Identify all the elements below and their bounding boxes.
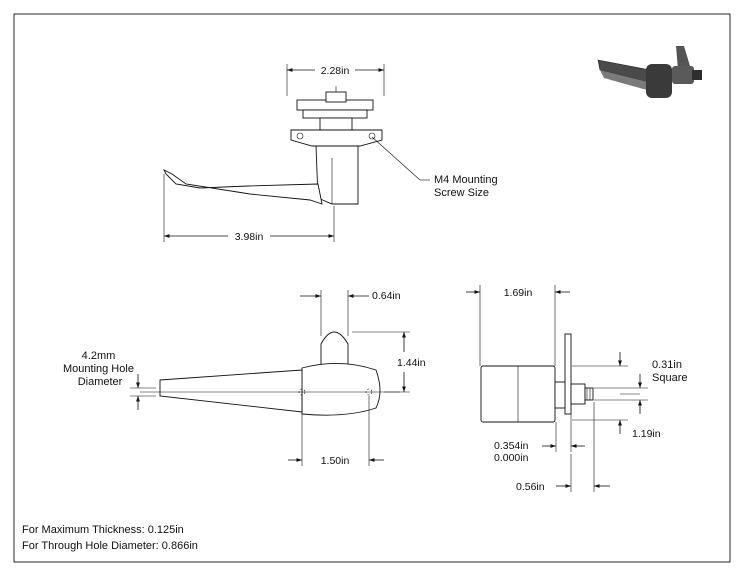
top-length-dimension: 3.98in [235, 231, 264, 243]
front-height-dimension: 1.44in [397, 357, 426, 369]
hole-callout-line2: Mounting Hole [63, 363, 134, 375]
screw-callout-line1: M4 Mounting [434, 174, 498, 186]
lug-width-dimension: 0.64in [372, 290, 401, 302]
latch-3d-render-icon [597, 46, 702, 98]
svg-text:0.354in 0.000in: 0.354in 0.000in [494, 440, 531, 464]
offset-dim-b: 0.000in [494, 452, 529, 464]
stud-length-dimension: 1.19in [632, 428, 661, 440]
shaft-length-dimension: 0.56in [516, 481, 545, 493]
note-max-thickness: For Maximum Thickness: 0.125in [22, 524, 184, 536]
hole-callout-line3: Diameter [78, 376, 123, 388]
svg-text:M4 Mounting Screw Size: M4 Mounting Screw Size [434, 174, 501, 199]
square-dim-label: Square [652, 372, 687, 384]
square-dim-value: 0.31in [652, 359, 682, 371]
offset-dim-a: 0.354in [494, 440, 529, 452]
side-body-dimension: 1.69in [504, 287, 533, 299]
sheet-border [13, 13, 731, 563]
screw-callout-line2: Screw Size [434, 187, 489, 199]
drawing-notes: For Maximum Thickness: 0.125in For Throu… [22, 524, 198, 552]
front-view: 0.64in 1.44in 1.50in 4.2mm Mounting Hole… [63, 290, 426, 467]
svg-text:4.2mm Mounting Hole: 4.2mm Mounting Hole Diameter [63, 350, 137, 388]
svg-text:0.31in Square: 0.31in Square [652, 359, 687, 384]
top-width-dimension: 2.28in [321, 65, 350, 77]
hole-spacing-dimension: 1.50in [321, 455, 350, 467]
note-through-hole: For Through Hole Diameter: 0.866in [22, 540, 198, 552]
top-view: 2.28in 3.98in M4 Mounting Screw Size [162, 64, 501, 243]
hole-callout-line1: 4.2mm [82, 350, 116, 362]
side-view: 1.69in 0.31in Square 1.19in [466, 285, 687, 493]
